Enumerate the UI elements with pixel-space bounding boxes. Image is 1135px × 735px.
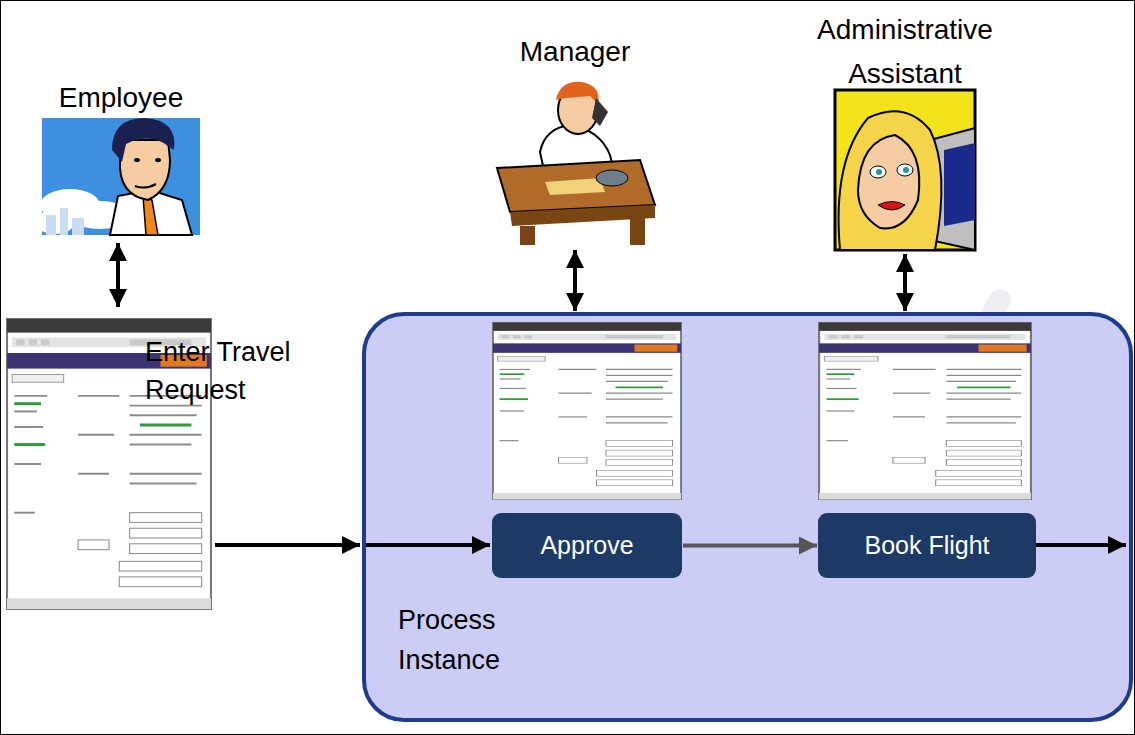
region-label: Process Instance bbox=[398, 600, 558, 680]
manager-icon bbox=[497, 82, 655, 245]
assistant-figure: Administrative Assistant bbox=[780, 8, 1030, 252]
step-label: Enter Travel Request bbox=[145, 333, 355, 409]
form-screenshot bbox=[819, 323, 1031, 500]
flow-connector bbox=[903, 254, 907, 311]
process-region: Process Instance Approve Book Flight bbox=[362, 312, 1133, 722]
role-label: Administrative Assistant bbox=[780, 8, 1030, 96]
task-label: Book Flight bbox=[864, 531, 989, 560]
flow-arrows bbox=[118, 243, 1126, 545]
role-label: Employee bbox=[40, 76, 202, 120]
task-label: Approve bbox=[540, 531, 633, 560]
role-label: Manager bbox=[490, 30, 660, 74]
flow-connector bbox=[683, 544, 817, 548]
process-ground bbox=[364, 314, 1131, 720]
employee-figure: Employee bbox=[40, 76, 202, 238]
assistant-icon bbox=[835, 90, 975, 250]
task-box: Book Flight bbox=[818, 513, 1036, 578]
employee-icon bbox=[35, 118, 200, 235]
task-box: Approve bbox=[492, 513, 682, 578]
manager-figure: Manager bbox=[490, 30, 660, 248]
flow-connector bbox=[573, 250, 577, 311]
form-screenshot bbox=[493, 323, 681, 500]
